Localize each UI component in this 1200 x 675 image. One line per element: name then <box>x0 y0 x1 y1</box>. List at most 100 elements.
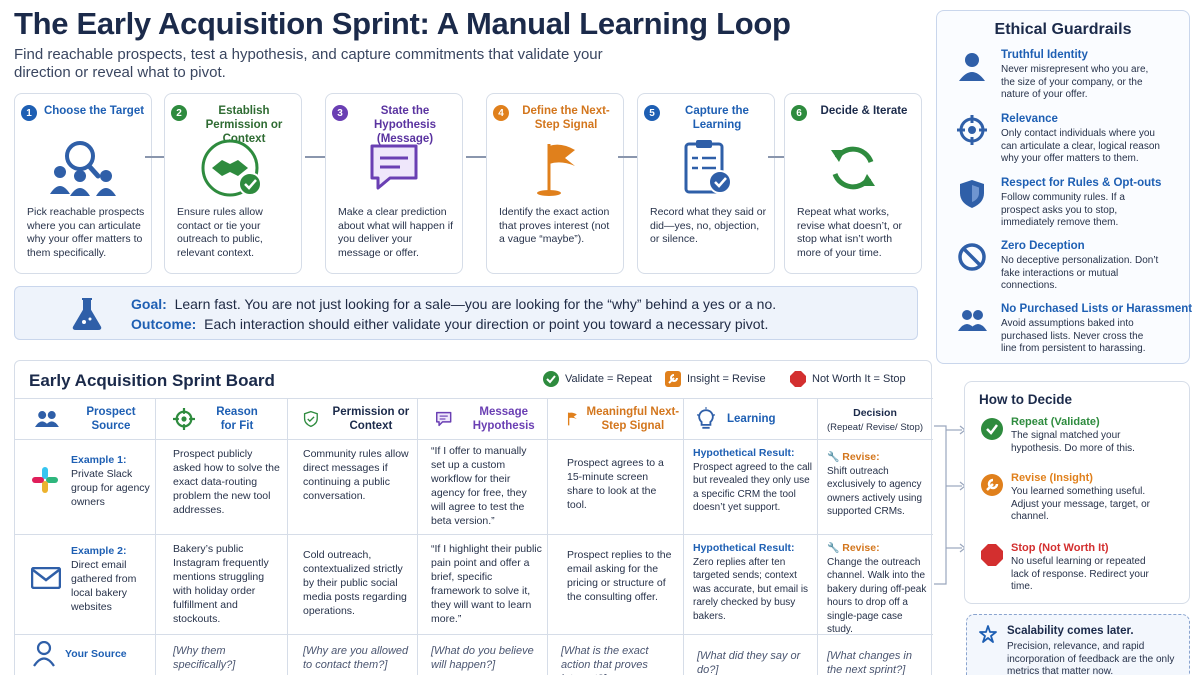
decide-title: How to Decide <box>979 392 1073 407</box>
row1-reason: Prospect publicly asked how to solve the… <box>173 448 280 516</box>
row2-learning: Hypothetical Result: Zero replies after … <box>693 542 809 622</box>
target-icon <box>957 115 987 145</box>
row2-permission: Cold outreach, contextualized strictly b… <box>303 549 407 617</box>
legend-validate: Validate = Repeat <box>543 371 652 387</box>
row1-message: “If I offer to manually set up a custom … <box>431 445 527 527</box>
row1-signal: Prospect agrees to a 15-minute screen sh… <box>567 457 664 511</box>
step-number: 6 <box>791 105 807 121</box>
star-icon <box>979 625 997 643</box>
flag-icon <box>487 138 623 198</box>
people-search-icon <box>15 138 151 198</box>
flask-icon <box>72 298 102 330</box>
group-icon <box>35 411 59 427</box>
goal-banner: Goal: Learn fast. You are not just looki… <box>14 286 918 340</box>
stop-icon <box>790 371 806 387</box>
col-head-next-step-signal: Meaningful Next-Step Signal <box>565 398 681 440</box>
step-description: Record what they said or did—yes, no, ob… <box>650 206 767 245</box>
grid-line <box>287 398 288 675</box>
outcome-text: Each interaction should either validate … <box>204 316 769 332</box>
row1-learning: Hypothetical Result: Prospect agreed to … <box>693 447 812 513</box>
row3-message: [What do you believe will happen?] <box>431 645 534 671</box>
row3-decision: [What changes in the next sprint?] <box>827 650 912 675</box>
step-title: Define the Next-Step Signal <box>522 105 610 131</box>
how-to-decide-panel: How to Decide Repeat (Validate) The sign… <box>964 381 1190 604</box>
outcome-label: Outcome: <box>131 316 197 332</box>
col-head-permission: Permission or Context <box>303 398 415 440</box>
col-head-reason-for-fit: Reason for Fit <box>173 398 285 440</box>
row3-learning: [What did they say or do?] <box>697 650 801 675</box>
person-icon <box>33 641 55 667</box>
col-head-learning: Learning <box>695 398 815 440</box>
row1-decision: 🔧 Revise: Shift outreach exclusively to … <box>827 451 923 517</box>
row2-prospect-source: Example 2: Direct email gathered from lo… <box>71 545 137 613</box>
check-circle-icon <box>981 418 1003 440</box>
shield-check-icon <box>303 410 318 428</box>
clipboard-check-icon <box>638 138 774 198</box>
goal-label: Goal: <box>131 296 167 312</box>
step-number: 5 <box>644 105 660 121</box>
step-description: Ensure rules allow contact or tie your o… <box>177 206 263 259</box>
step-title: State the Hypothesis (Message) <box>374 105 436 145</box>
row3-prospect-source: Your Source <box>65 648 127 660</box>
row3-permission: [Why are you allowed to contact them?] <box>303 645 409 671</box>
row3-signal: [What is the exact action that proves in… <box>561 645 649 675</box>
handshake-icon <box>165 138 301 198</box>
col-head-prospect-source: Prospect Source <box>35 398 153 440</box>
grid-line <box>15 634 933 635</box>
step-title: Decide & Iterate <box>820 105 908 117</box>
scalability-note: Scalability comes later. Precision, rele… <box>966 614 1190 675</box>
step-number: 2 <box>171 105 187 121</box>
outcome-line: Outcome: Each interaction should either … <box>131 316 768 332</box>
person-icon <box>959 53 985 81</box>
connector-bracket <box>934 425 966 585</box>
step-number: 1 <box>21 105 37 121</box>
wrench-icon: 🔧 <box>827 543 840 554</box>
wrench-icon: 🔧 <box>827 452 840 463</box>
check-circle-icon <box>543 371 559 387</box>
row2-message: “If I highlight their public pain point … <box>431 543 542 625</box>
step-description: Pick reachable prospects where you can a… <box>27 206 145 259</box>
step-number: 3 <box>332 105 348 121</box>
page-subtitle: Find reachable prospects, test a hypothe… <box>14 46 603 81</box>
row2-decision: 🔧 Revise: Change the outreach channel. W… <box>827 542 927 635</box>
target-icon <box>173 408 195 430</box>
message-icon <box>436 411 452 427</box>
flag-icon <box>567 412 577 426</box>
grid-line <box>547 398 548 675</box>
slack-logo-icon <box>32 467 58 493</box>
step-description: Repeat what works, revise what doesn’t, … <box>797 206 903 259</box>
row3-reason: [Why them specifically?] <box>173 645 236 671</box>
col-head-message-hypothesis: Message Hypothesis <box>435 398 545 440</box>
wrench-icon <box>981 474 1003 496</box>
goal-line: Goal: Learn fast. You are not just looki… <box>131 296 776 312</box>
step-title: Choose the Target <box>43 105 145 117</box>
step-title: Capture the Learning <box>685 105 749 131</box>
grid-line <box>15 439 933 440</box>
sprint-board: Early Acquisition Sprint Board Validate … <box>14 360 933 675</box>
step-description: Make a clear prediction about what will … <box>338 206 453 259</box>
col-head-decision: Decision (Repeat/ Revise/ Stop) <box>826 406 924 433</box>
no-icon <box>958 243 986 271</box>
grid-line <box>15 534 933 535</box>
message-icon <box>326 138 462 198</box>
step-description: Identify the exact action that proves in… <box>499 206 610 245</box>
grid-line <box>15 398 933 399</box>
grid-line <box>155 398 156 675</box>
shield-icon <box>960 180 984 208</box>
step-card-permission: 2 Establish Permission or Context Ensure… <box>164 93 302 274</box>
step-card-decide: 6 Decide & Iterate Repeat what works, re… <box>784 93 922 274</box>
board-title: Early Acquisition Sprint Board <box>29 371 275 390</box>
grid-line <box>417 398 418 675</box>
email-icon <box>31 567 61 589</box>
wrench-icon <box>665 371 681 387</box>
step-card-signal: 4 Define the Next-Step Signal Identify t… <box>486 93 624 274</box>
group-icon <box>958 310 987 331</box>
step-card-hypothesis: 3 State the Hypothesis (Message) Make a … <box>325 93 463 274</box>
grid-line <box>683 398 684 675</box>
grid-line <box>817 398 818 675</box>
step-card-choose-target: 1 Choose the Target Pick reachable prosp… <box>14 93 152 274</box>
row2-signal: Prospect replies to the email asking for… <box>567 549 672 603</box>
row1-prospect-source: Example 1: Private Slack group for agenc… <box>71 454 150 508</box>
page-title: The Early Acquisition Sprint: A Manual L… <box>14 6 791 41</box>
step-card-learning: 5 Capture the Learning Record what they … <box>637 93 775 274</box>
